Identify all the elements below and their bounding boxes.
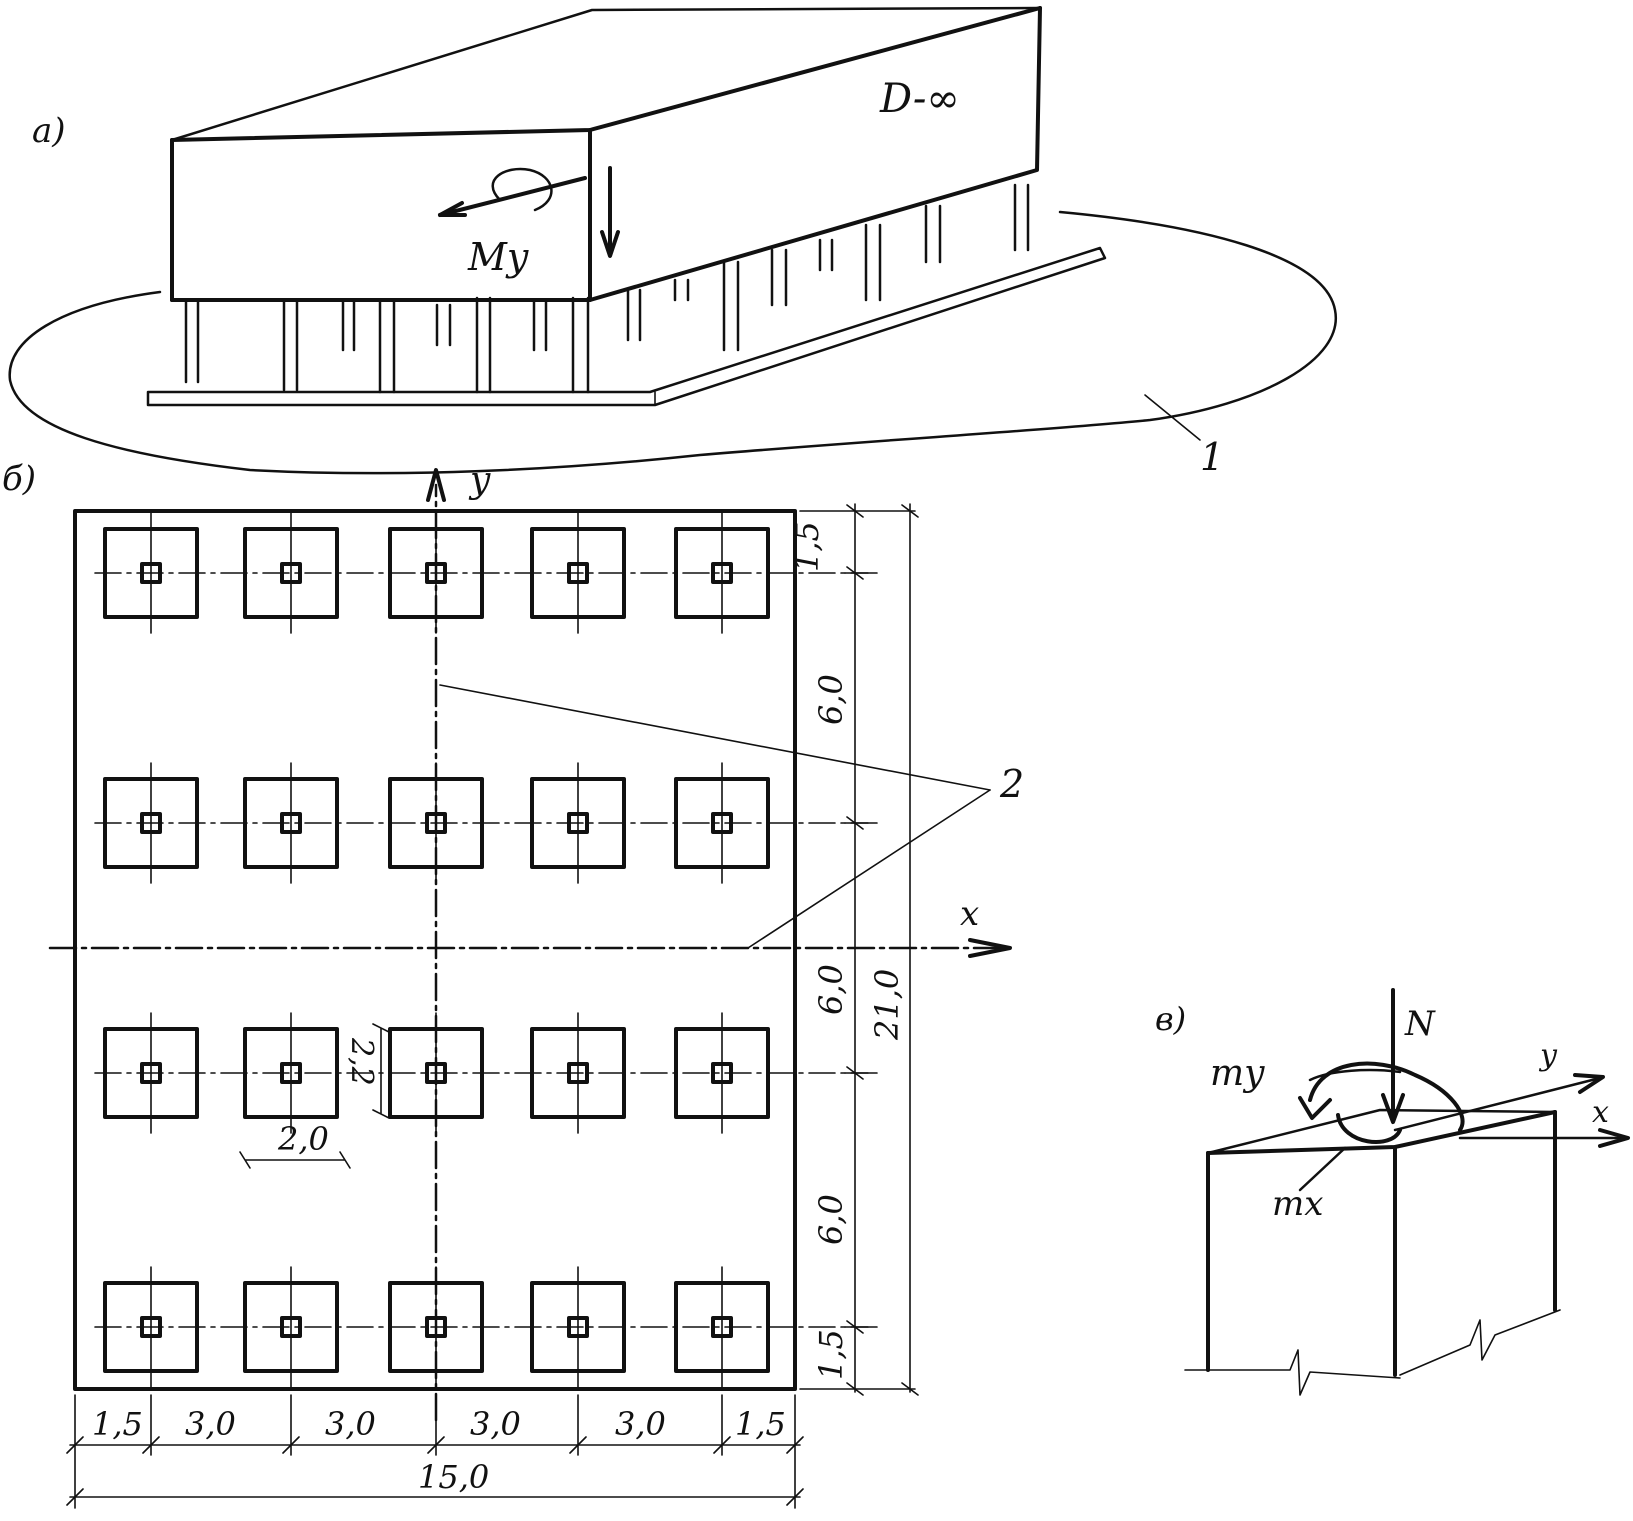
axis-y-small	[1393, 1073, 1605, 1132]
column-footing	[388, 1012, 484, 1134]
axis-x	[48, 938, 1012, 958]
callout-2-leader-bottom	[747, 789, 991, 949]
axis-x-small	[1458, 1128, 1630, 1148]
callout-1-label: 1	[1200, 435, 1224, 479]
callout-1-leader	[1144, 394, 1201, 441]
axis-y	[426, 468, 446, 1422]
right-dim-3: 6,0	[812, 964, 850, 1015]
bottom-dim-5: 3,0	[615, 1405, 666, 1443]
column-footing	[530, 1266, 626, 1388]
panel-a-label: а)	[32, 111, 66, 151]
column-footing	[530, 762, 626, 884]
callout-2-leader-top	[439, 684, 991, 791]
bottom-dim-6: 1,5	[735, 1405, 786, 1443]
callout-2-label: 2	[999, 762, 1024, 806]
bottom-dim-chain	[66, 1394, 804, 1509]
column-height-dim: 2,2	[344, 1037, 379, 1086]
moment-label: My	[467, 235, 529, 279]
panel-b: б) y x 2 2,0 2,2	[2, 459, 1024, 1509]
right-dim-4: 6,0	[812, 1194, 850, 1245]
right-total-dim: 21,0	[868, 969, 906, 1041]
bottom-dim-4: 3,0	[470, 1405, 521, 1443]
panel-a: а)	[8, 6, 1338, 479]
panel-b-label: б)	[2, 459, 36, 499]
column-footing	[243, 512, 339, 634]
column-dim-lines	[239, 1023, 390, 1169]
panel-c: в) N my mx y	[1155, 988, 1630, 1396]
column-footing	[388, 762, 484, 884]
column-footing	[103, 512, 199, 634]
column-footing	[530, 512, 626, 634]
axis-y-label: y	[468, 460, 491, 501]
bottom-total-dim: 15,0	[418, 1458, 489, 1496]
column-footing	[103, 762, 199, 884]
column-footing	[243, 1266, 339, 1388]
force-n-label: N	[1404, 1004, 1436, 1044]
axis-y-small-label: y	[1538, 1038, 1558, 1073]
bottom-dim-1: 1,5	[92, 1405, 143, 1443]
column-width-dim: 2,0	[277, 1120, 329, 1158]
column-footing	[103, 1266, 199, 1388]
moment-mx-label: mx	[1272, 1184, 1323, 1224]
axis-x-small-label: x	[1592, 1095, 1609, 1130]
moment-my-label: my	[1210, 1053, 1265, 1094]
column-block	[1184, 1108, 1561, 1396]
base-plate	[146, 246, 1107, 407]
column-footing	[388, 1266, 484, 1388]
moment-mx-symbol	[1298, 1113, 1402, 1192]
slab-box	[170, 6, 1042, 302]
force-n-arrow	[1381, 988, 1405, 1124]
plan-outline	[73, 509, 797, 1391]
column-footing	[530, 1012, 626, 1134]
right-dim-2: 6,0	[812, 674, 850, 725]
column-footing	[674, 762, 770, 884]
right-dim-5: 1,5	[812, 1329, 850, 1380]
right-dim-1: 1,5	[788, 521, 826, 572]
column-footing	[243, 1012, 339, 1134]
bottom-dim-3: 3,0	[325, 1405, 376, 1443]
panel-c-label: в)	[1155, 1000, 1186, 1038]
slab-label: D-∞	[879, 76, 960, 122]
column-grid	[94, 512, 881, 1388]
column-footing	[674, 1012, 770, 1134]
bottom-dim-2: 3,0	[185, 1405, 236, 1443]
column-footing	[674, 1266, 770, 1388]
ground-outline	[8, 210, 1338, 475]
column-footing	[103, 1012, 199, 1134]
column-footing	[388, 512, 484, 634]
column-footing	[674, 512, 770, 634]
axis-x-label: x	[960, 894, 979, 934]
right-dim-chain	[799, 503, 919, 1396]
columns-perspective	[184, 183, 1030, 394]
moment-symbol	[438, 166, 620, 258]
column-footing	[243, 762, 339, 884]
